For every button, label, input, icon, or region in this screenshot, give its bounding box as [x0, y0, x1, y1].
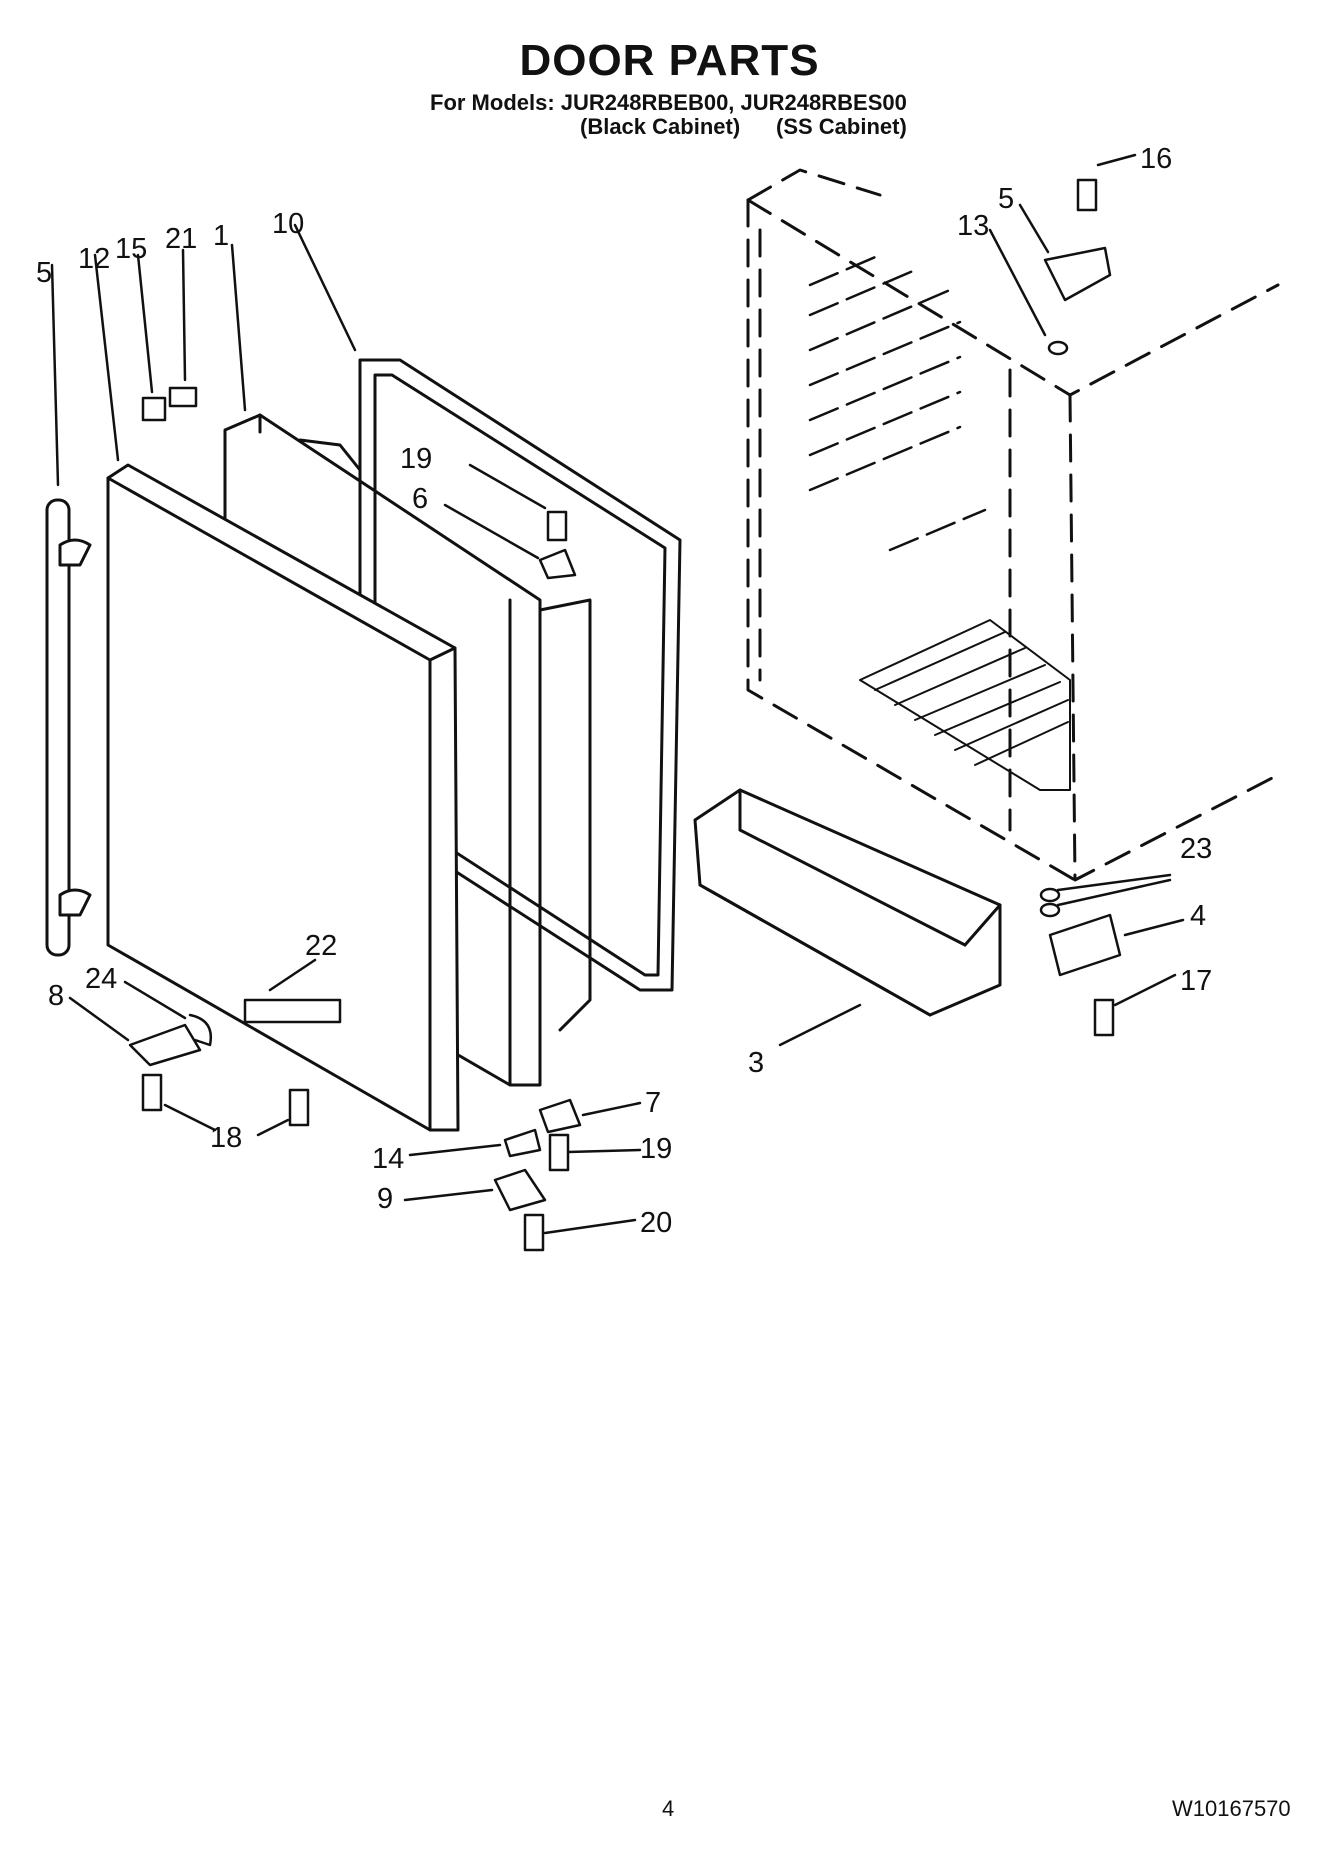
callout-19-bottom: 19 — [640, 1133, 672, 1165]
callout-21: 21 — [165, 223, 197, 255]
door-panel — [106, 463, 460, 1132]
document-number: W10167570 — [1172, 1796, 1291, 1821]
cabinet-black-label: (Black Cabinet) — [580, 114, 741, 139]
callout-12: 12 — [78, 243, 110, 275]
callout-9: 9 — [377, 1183, 393, 1215]
callout-24: 24 — [85, 963, 117, 995]
callout-6: 6 — [412, 483, 428, 515]
callout-8: 8 — [48, 980, 64, 1012]
door-bin — [693, 788, 1002, 1017]
door-handle — [45, 498, 92, 957]
callout-13: 13 — [957, 210, 989, 242]
callout-10: 10 — [272, 208, 304, 240]
callout-11: 5 — [36, 257, 52, 289]
callout-22: 22 — [305, 930, 337, 962]
callout-4: 4 — [1190, 900, 1206, 932]
callout-3: 3 — [748, 1047, 764, 1079]
page-number: 4 — [662, 1796, 675, 1821]
page-title: DOOR PARTS — [519, 36, 820, 85]
small-hardware — [128, 178, 1122, 1252]
cabinet-ss-label: (SS Cabinet) — [776, 114, 907, 139]
callout-20: 20 — [640, 1207, 672, 1239]
callout-1: 1 — [213, 220, 229, 252]
callout-14: 14 — [372, 1143, 404, 1175]
cabinet-grille — [859, 619, 1071, 791]
callout-19-top: 19 — [400, 443, 432, 475]
models-line: For Models: JUR248RBEB00, JUR248RBES00 — [430, 90, 907, 115]
callout-16: 16 — [1140, 143, 1172, 175]
callout-17: 17 — [1180, 965, 1212, 997]
leader-lines — [50, 153, 1185, 1235]
callout-18: 18 — [210, 1122, 242, 1154]
callout-23: 23 — [1180, 833, 1212, 865]
cabinet-vents — [808, 253, 987, 552]
callout-7: 7 — [645, 1087, 661, 1119]
callout-15: 15 — [115, 233, 147, 265]
callout-5: 5 — [998, 183, 1014, 215]
